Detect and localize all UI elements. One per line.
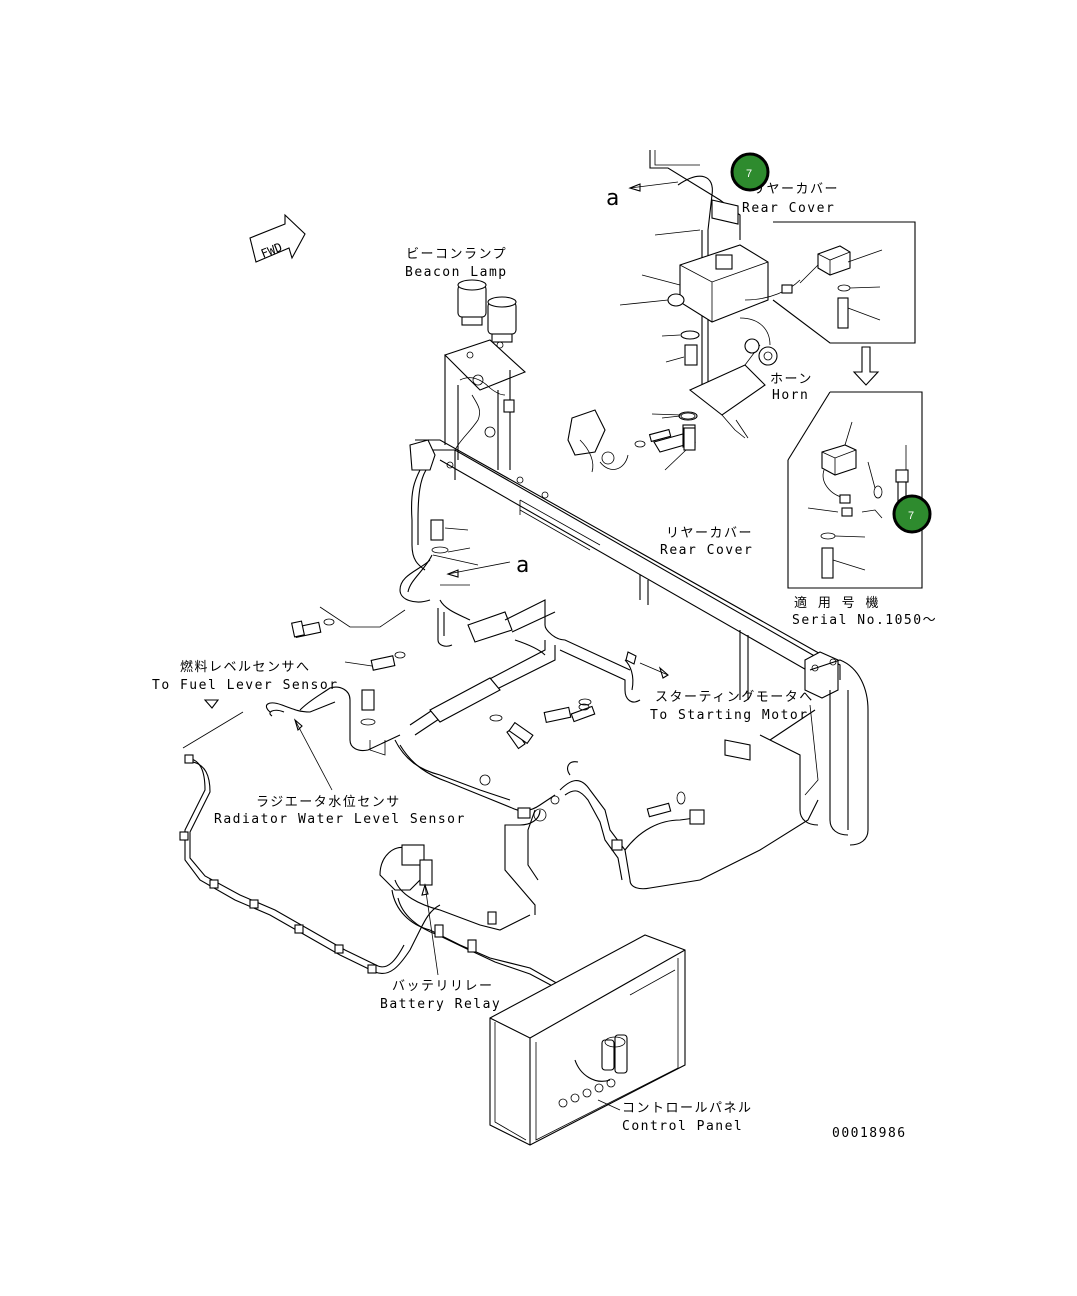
view-a-arrow-top: a bbox=[606, 181, 679, 211]
starting-motor-lead bbox=[624, 651, 669, 691]
fuel-sensor-jp: 燃料レベルセンサへ bbox=[180, 659, 311, 675]
rear-cover-horn-assembly bbox=[619, 150, 801, 453]
battery-relay-jp: バッテリリレー bbox=[392, 979, 494, 994]
beacon-lamp-en: Beacon Lamp bbox=[405, 265, 508, 280]
radiator-sensor-en: Radiator Water Level Sensor bbox=[214, 812, 466, 827]
work-lamp bbox=[567, 409, 696, 473]
callout-badge-lower[interactable]: 7 bbox=[892, 494, 932, 534]
left-harness bbox=[399, 439, 513, 647]
left-bolts bbox=[291, 606, 590, 756]
starting-motor-jp: スターティングモータへ bbox=[655, 690, 814, 705]
view-a-arrow-mid: a bbox=[446, 553, 529, 578]
control-panel-en: Control Panel bbox=[622, 1119, 743, 1134]
fuel-sensor-harness bbox=[179, 699, 441, 974]
radiator-sensor-jp: ラジエータ水位センサ bbox=[256, 795, 401, 810]
callout-number-top: 7 bbox=[746, 168, 752, 180]
rear-cover-top-en: Rear Cover bbox=[742, 201, 835, 216]
battery-relay-en: Battery Relay bbox=[380, 997, 501, 1012]
horn-jp: ホーン bbox=[770, 372, 813, 387]
rear-cover-top-jp: リヤーカバー bbox=[752, 182, 839, 197]
control-panel-jp: コントロールパネル bbox=[622, 1101, 753, 1116]
detail-box-lower bbox=[787, 391, 923, 589]
horn-en: Horn bbox=[772, 388, 809, 403]
fwd-arrow-icon: FWD bbox=[249, 213, 306, 263]
labels: リヤーカバー Rear Cover ビーコンランプ Beacon Lamp ホー… bbox=[152, 182, 937, 1141]
serial-en: Serial No.1050～ bbox=[792, 613, 937, 628]
callout-number-lower: 7 bbox=[908, 510, 914, 522]
beacon-lamp-assembly bbox=[443, 279, 527, 470]
control-panel-box bbox=[489, 934, 686, 1146]
serial-jp: 適 用 号 機 bbox=[794, 595, 880, 611]
view-a-label-mid: a bbox=[516, 553, 529, 578]
callout-badge-top[interactable]: 7 bbox=[730, 152, 770, 192]
down-arrow-icon bbox=[852, 346, 880, 386]
starting-motor-en: To Starting Motor bbox=[650, 708, 809, 723]
detail-box-upper bbox=[772, 221, 916, 344]
radiator-sensor bbox=[265, 701, 336, 791]
battery-relay-assembly bbox=[379, 844, 606, 1078]
drawing-number: 00018986 bbox=[832, 1126, 907, 1141]
rear-cover-mid-en: Rear Cover bbox=[660, 543, 753, 558]
rear-cover-frame bbox=[415, 439, 869, 846]
beacon-lamp-jp: ビーコンランプ bbox=[406, 247, 507, 262]
rear-cover-mid-jp: リヤーカバー bbox=[666, 526, 753, 541]
fuel-sensor-en: To Fuel Lever Sensor bbox=[152, 678, 339, 693]
view-a-label-top: a bbox=[606, 186, 619, 211]
fwd-text: FWD bbox=[259, 240, 284, 261]
